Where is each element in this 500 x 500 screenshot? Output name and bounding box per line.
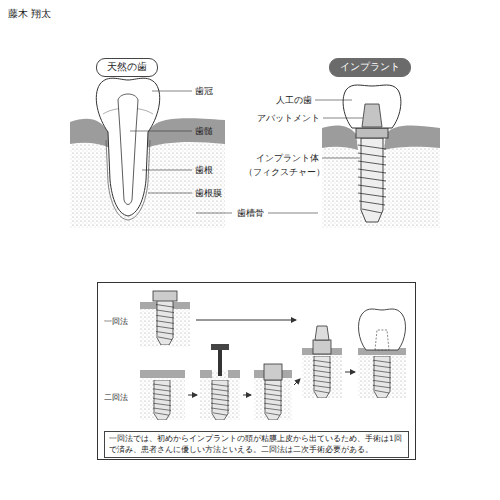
part-label: 歯根 <box>195 165 213 175</box>
part-label: 歯根膜 <box>195 188 222 198</box>
note-box: 一回法では、初めからインプラントの頭が粘膜上皮から出ているため、手術は1回で済み… <box>104 431 409 458</box>
author-name: 藤木 翔太 <box>8 8 51 20</box>
node-text: 一回法では、初めからインプラントの頭が粘膜上皮から出ているため、手術は1回で済み… <box>109 434 404 455</box>
part-label: 人工の歯 <box>276 95 312 105</box>
procedure-panel <box>98 283 416 460</box>
method-label: 一回法 <box>104 317 128 327</box>
part-label: インプラント体 <box>256 153 319 163</box>
part-label: アバットメント <box>257 113 320 123</box>
part-label: 歯槽骨 <box>237 208 264 218</box>
part-label: 歯髄 <box>195 126 213 136</box>
section-pill: インプラント <box>329 58 411 77</box>
part-label: 歯冠 <box>195 86 213 96</box>
node-text: インプラント <box>340 61 400 74</box>
method-label: 二回法 <box>104 393 128 403</box>
part-label: （フィクスチャー） <box>244 167 325 177</box>
natural-tooth <box>70 78 318 228</box>
section-pill: 天然の歯 <box>96 58 158 77</box>
implant-illustration <box>315 85 440 228</box>
node-text: 天然の歯 <box>107 61 147 74</box>
